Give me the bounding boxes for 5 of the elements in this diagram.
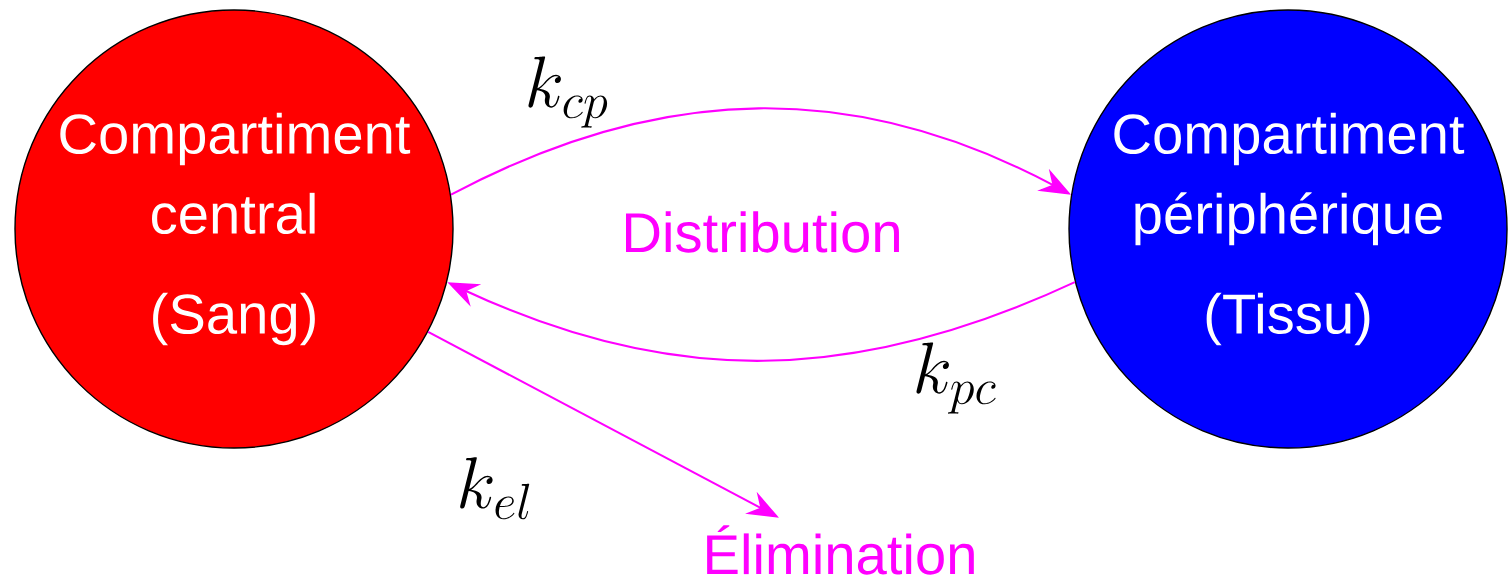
process-label: Distribution [626, 211, 899, 253]
edge-label: $k_{cp}$ [528, 56, 608, 128]
edge-label: $k_{el}$ [460, 457, 530, 520]
process-label: Élimination [707, 525, 974, 575]
edge-label: $k_{pc}$ [916, 342, 996, 414]
